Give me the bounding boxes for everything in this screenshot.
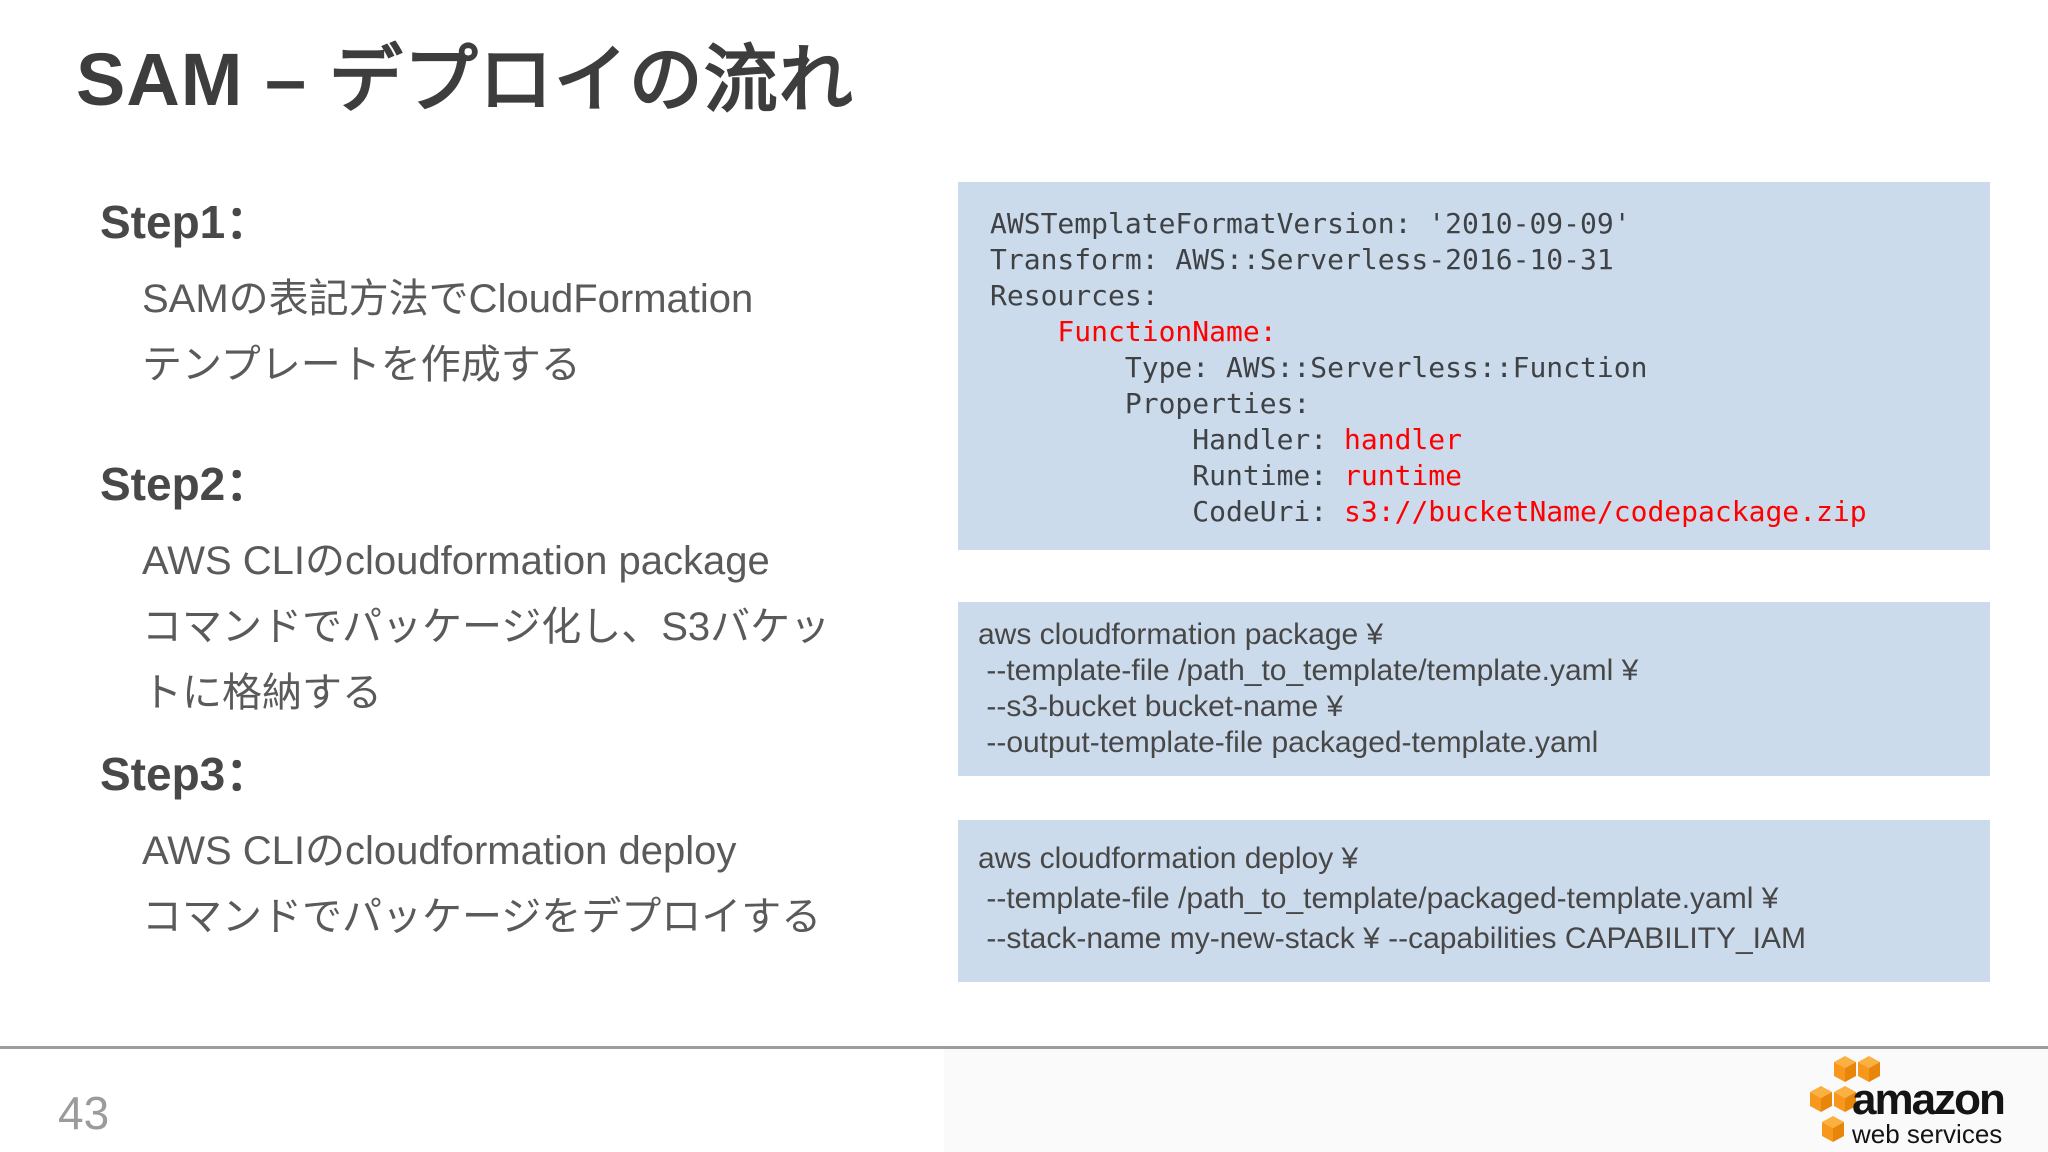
package-command-line: --template-file /path_to_template/templa… xyxy=(978,654,1639,687)
step2-body: AWS CLIのcloudformation package コマンドでパッケー… xyxy=(100,528,980,726)
yaml-text-highlight: FunctionName: xyxy=(990,315,1277,348)
slide-title: SAM – デプロイの流れ xyxy=(76,38,854,121)
step3-heading: Step3： xyxy=(100,748,272,800)
yaml-text: Handler: xyxy=(990,423,1345,456)
yaml-text: Transform: AWS::Serverless-2016-10-31 xyxy=(990,243,1614,276)
aws-logo-subtitle: web services xyxy=(1852,1119,2003,1149)
yaml-line: Resources: xyxy=(990,278,1972,314)
yaml-text-highlight: runtime xyxy=(1344,459,1463,492)
step1-heading: Step1： xyxy=(100,196,272,248)
yaml-line: Transform: AWS::Serverless-2016-10-31 xyxy=(990,242,1972,278)
step3-body: AWS CLIのcloudformation deploy コマンドでパッケージ… xyxy=(100,818,980,950)
yaml-text: Type: AWS::Serverless::Function xyxy=(990,351,1648,384)
sam-yaml-template-codebox: AWSTemplateFormatVersion: '2010-09-09' T… xyxy=(958,182,1990,550)
yaml-text: AWSTemplateFormatVersion: '2010-09-09' xyxy=(990,207,1631,240)
step2-line-3: トに格納する xyxy=(142,671,382,715)
step3-line-1: AWS CLIのcloudformation deploy xyxy=(142,829,737,873)
footer-divider xyxy=(0,1046,2048,1049)
deploy-command-line: aws cloudformation deploy ¥ xyxy=(978,842,1359,875)
aws-logo-brand: amazon xyxy=(1852,1075,2006,1124)
step3-block: Step3： AWS CLIのcloudformation deploy コマン… xyxy=(100,738,980,950)
yaml-line: Type: AWS::Serverless::Function xyxy=(990,350,1972,386)
yaml-text-highlight: s3://bucketName/codepackage.zip xyxy=(1344,495,1867,528)
step2-heading: Step2： xyxy=(100,458,272,510)
package-command-line: --output-template-file packaged-template… xyxy=(978,726,1599,759)
yaml-line: FunctionName: xyxy=(990,314,1972,350)
yaml-text: CodeUri: xyxy=(990,495,1345,528)
step1-body: SAMの表記方法でCloudFormation テンプレートを作成する xyxy=(100,266,980,398)
aws-cubes-icon xyxy=(1810,1056,1880,1142)
package-command-line: --s3-bucket bucket-name ¥ xyxy=(978,690,1344,723)
cloudformation-package-command-box: aws cloudformation package ¥ --template-… xyxy=(958,602,1990,776)
page-number: 43 xyxy=(58,1087,110,1139)
step2-line-1: AWS CLIのcloudformation package xyxy=(142,539,770,583)
yaml-text: Resources: xyxy=(990,279,1159,312)
deploy-command-line: --stack-name my-new-stack ¥ --capabiliti… xyxy=(978,922,1807,955)
deploy-command-line: --template-file /path_to_template/packag… xyxy=(978,882,1779,915)
cloudformation-deploy-command-box: aws cloudformation deploy ¥ --template-f… xyxy=(958,820,1990,982)
yaml-text: Runtime: xyxy=(990,459,1345,492)
step3-line-2: コマンドでパッケージをデプロイする xyxy=(142,895,822,939)
aws-logo: amazon web services xyxy=(1806,1056,2016,1148)
yaml-text: Properties: xyxy=(990,387,1311,420)
yaml-line: Properties: xyxy=(990,386,1972,422)
yaml-line: CodeUri: s3://bucketName/codepackage.zip xyxy=(990,494,1972,530)
step1-line-1: SAMの表記方法でCloudFormation xyxy=(142,277,754,321)
step2-line-2: コマンドでパッケージ化し、S3バケッ xyxy=(142,605,831,649)
step1-block: Step1： SAMの表記方法でCloudFormation テンプレートを作成… xyxy=(100,186,980,398)
step1-line-2: テンプレートを作成する xyxy=(142,343,581,387)
yaml-line: Runtime: runtime xyxy=(990,458,1972,494)
yaml-text-highlight: handler xyxy=(1344,423,1463,456)
aws-logo-text: amazon web services xyxy=(1852,1075,2006,1149)
package-command-line: aws cloudformation package ¥ xyxy=(978,618,1384,651)
step2-block: Step2： AWS CLIのcloudformation package コマ… xyxy=(100,448,980,726)
yaml-line: AWSTemplateFormatVersion: '2010-09-09' xyxy=(990,206,1972,242)
yaml-line: Handler: handler xyxy=(990,422,1972,458)
